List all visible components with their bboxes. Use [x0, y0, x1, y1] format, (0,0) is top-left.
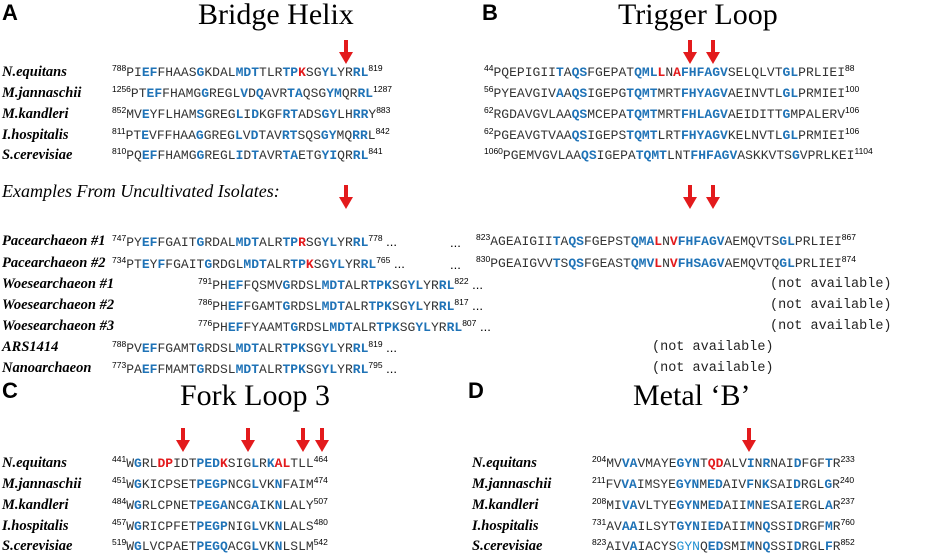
species-label: I.hospitalis	[2, 127, 69, 143]
sequence: 776PHEFFYAAMTGRDSLMDTALRTPKSGYLYRRL807 .…	[198, 318, 491, 335]
sequence: 457WGRICPFETPEGPNIGLVKNLALS480	[112, 517, 328, 534]
arrow-down-icon	[296, 428, 310, 452]
arrow-down-icon	[742, 428, 756, 452]
sequence: 484WGRLCPNETPEGANCGAIKNLALY507	[112, 496, 328, 513]
sequence: 734PTEYFFGAITGRDGLMDTALRTPKSGYLYRRL765 .…	[112, 255, 405, 272]
arrow-down-icon	[339, 185, 353, 209]
sequence: 811PTEVFFHAAGGREGLVDTAVRTSQSGYMQRRL842	[112, 126, 390, 143]
arrow-down-icon	[683, 185, 697, 209]
sequence: 204MVVAVMAYEGYNTQDALVINRNAIDFGFTR233	[592, 454, 855, 471]
ellipsis: ...	[382, 340, 398, 355]
species-label: N.equitans	[2, 64, 67, 80]
species-label: Woesearchaeon #1	[2, 276, 115, 292]
sequence: 441WGRLDPIDTPEDKSIGLRKALTLL464	[112, 454, 328, 471]
arrow-down-icon	[706, 40, 720, 64]
panel-c-title: Fork Loop 3	[180, 379, 330, 412]
arrow-down-icon	[683, 40, 697, 64]
panel-a-title: Bridge Helix	[198, 0, 354, 31]
not-available-label: (not available)	[652, 361, 774, 376]
species-label: N.equitans	[472, 455, 537, 471]
sequence: 211FVVAIMSYEGYNMEDAIVFNKSAIDRGLGR240	[592, 475, 855, 492]
ellipsis: ...	[476, 319, 491, 334]
panel-d-letter: D	[468, 378, 484, 403]
sequence: 62RGDAVGVLAAQSMCEPATQMTMRTFHLAGVAEIDITTG…	[484, 105, 860, 122]
sequence: 519WGLVCPAETPEGQACGLVKNLSLM542	[112, 537, 328, 554]
sequence: 208MIVAVLTYEGYNMEDAIIMNESAIERGLAR237	[592, 496, 855, 513]
ellipsis: ...	[382, 361, 398, 376]
species-label: I.hospitalis	[2, 518, 69, 534]
sequence: 1256PTEFFHAMGGREGLVDQAVRTAQSGYMQRRL1287	[112, 84, 393, 101]
arrow-down-icon	[706, 185, 720, 209]
sequence: 1060PGEMVGVLAAQSIGEPATQMTLNTFHFAGVASKKVT…	[484, 146, 873, 163]
ellipsis: ...	[382, 234, 398, 249]
arrow-down-icon	[176, 428, 190, 452]
ellipsis: ...	[450, 235, 461, 250]
sequence: 852MVEYFLHAMSGREGLIDKGFRTADSGYLHRRY883	[112, 105, 391, 122]
species-label: ARS1414	[2, 339, 59, 355]
not-available-label: (not available)	[652, 340, 774, 355]
species-label: Nanoarchaeon	[2, 360, 92, 376]
sequence: 731AVAAILSYTGYNIEDAIIMNQSSIDRGFMR760	[592, 517, 855, 534]
ellipsis: ...	[450, 257, 461, 272]
sequence: 451WGKICPSETPEGPNCGLVKNFAIM474	[112, 475, 328, 492]
species-label: Woesearchaeon #3	[2, 318, 115, 334]
panel-a-letter: A	[2, 0, 18, 25]
sequence: 791PHEFFQSMVGRDSLMDTALRTPKSGYLYRRL822 ..…	[198, 276, 484, 293]
species-label: M.kandleri	[472, 497, 539, 513]
panel-b-title: Trigger Loop	[618, 0, 778, 31]
arrow-down-icon	[241, 428, 255, 452]
sequence: 810PQEFFHAMGGREGLIDTAVRTAETGYIQRRL841	[112, 146, 383, 163]
sequence: 747PYEFFGAITGRDALMDTALRTPRSGYLYRRL778 ..…	[112, 233, 398, 250]
uncultivated-heading: Examples From Uncultivated Isolates:	[2, 181, 280, 201]
species-label: M.jannaschii	[2, 85, 82, 101]
sequence: 44PQEPIGIITAQSFGEPATQMLLNAFHFAGVSELQLVTG…	[484, 63, 855, 80]
sequence: 773PAEFFMAMTGRDSLMDTALRTPKSGYLYRRL795 ..…	[112, 360, 398, 377]
arrow-down-icon	[339, 40, 353, 64]
ellipsis: ...	[468, 298, 484, 313]
species-label: M.kandleri	[2, 497, 69, 513]
sequence: 56PYEAVGIVAAQSIGEPGTQMTMRTFHYAGVAEINVTLG…	[484, 84, 860, 101]
species-label: M.kandleri	[2, 106, 69, 122]
species-label: I.hospitalis	[472, 518, 539, 534]
sequence: 788PVEFFGAMTGRDSLMDTALRTPKSGYLYRRL819 ..…	[112, 339, 398, 356]
species-label: M.jannaschii	[2, 476, 82, 492]
sequence: 823AGEAIGIITAQSFGEPSTQMALNVFHFAGVAEMQVTS…	[476, 232, 856, 249]
panel-b-letter: B	[482, 0, 498, 25]
species-label: Woesearchaeon #2	[2, 297, 115, 313]
sequence: 62PGEAVGTVAAQSIGEPSTQMTLRTFHYAGVKELNVTLG…	[484, 126, 860, 143]
panel-d-title: Metal ‘B’	[633, 379, 751, 412]
species-label: Pacearchaeon #1	[2, 233, 106, 249]
sequence: 830PGEAIGVVTSQSFGEASTQMVLNVFHSAGVAEMQVTQ…	[476, 254, 856, 271]
sequence: 788PIEFFHAASGKDALMDTTLRTPKSGYLYRRL819	[112, 63, 383, 80]
sequence: 823AIVAIACYSGYNQEDSMIMNQSSIDRGLFR852	[592, 537, 855, 554]
ellipsis: ...	[390, 256, 405, 271]
not-available-label: (not available)	[770, 298, 892, 313]
species-label: N.equitans	[2, 455, 67, 471]
not-available-label: (not available)	[770, 319, 892, 334]
arrow-down-icon	[315, 428, 329, 452]
species-label: S.cerevisiae	[2, 538, 73, 554]
not-available-label: (not available)	[770, 277, 892, 292]
species-label: S.cerevisiae	[472, 538, 543, 554]
species-label: Pacearchaeon #2	[2, 255, 106, 271]
ellipsis: ...	[468, 277, 484, 292]
panel-c-letter: C	[2, 378, 18, 403]
species-label: S.cerevisiae	[2, 147, 73, 163]
species-label: M.jannaschii	[472, 476, 552, 492]
sequence: 786PHEFFGAMTGRDSLMDTALRTPKSGYLYRRL817 ..…	[198, 297, 484, 314]
